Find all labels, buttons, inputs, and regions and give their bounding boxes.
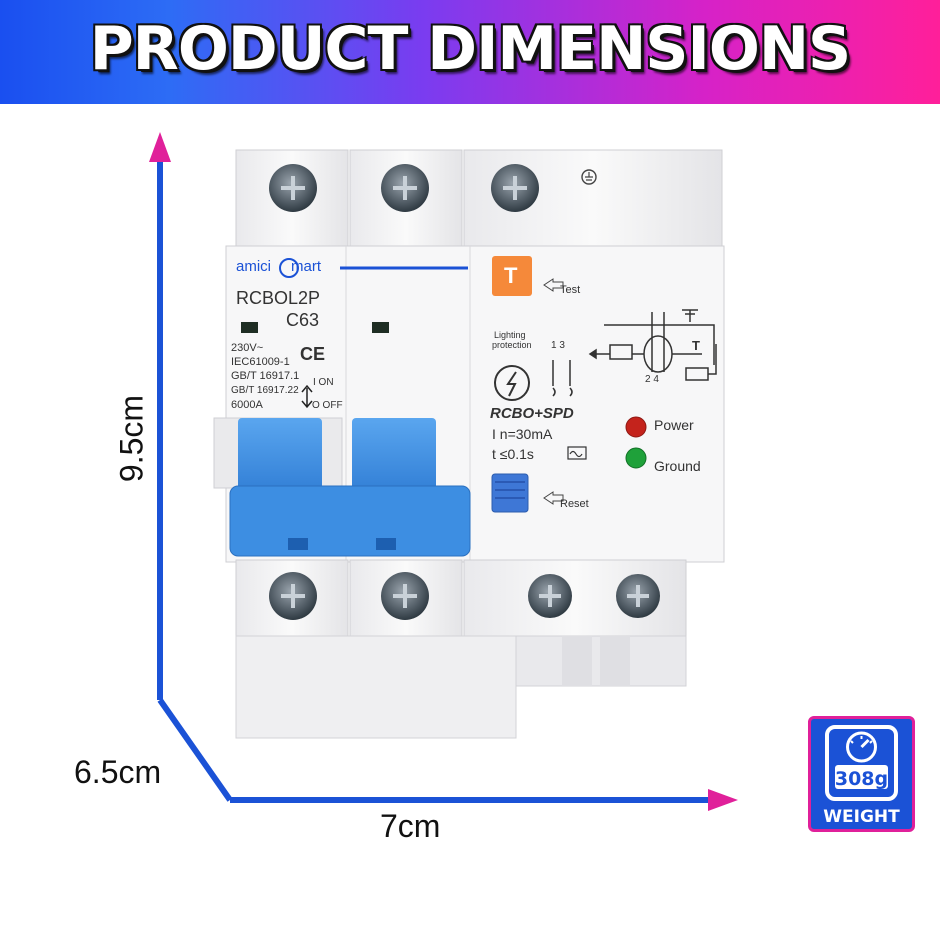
in-rating: I n=30mA [492, 426, 553, 442]
circuit-breaker [213, 149, 725, 739]
schematic-t: T [692, 338, 700, 353]
banner-title: PRODUCT DIMENSIONS [89, 14, 852, 84]
ground-indicator-icon [625, 447, 647, 469]
ce-mark: CE [300, 344, 326, 364]
spec-line-4: 6000A [231, 399, 263, 411]
power-label: Power [654, 417, 694, 433]
arrow-right-icon [708, 789, 738, 811]
power-indicator-icon [625, 416, 647, 438]
lighting-label-2: protection [492, 340, 532, 350]
arrow-up-icon [149, 132, 171, 162]
spec-line-3: GB/T 16917.22 [231, 385, 299, 396]
schematic-numbers-top: 1 3 [551, 340, 565, 351]
lightning-icon [494, 365, 530, 401]
brand-logo: amici mart [236, 258, 321, 275]
header-banner: PRODUCT DIMENSIONS [0, 0, 940, 104]
test-label: Test [560, 284, 581, 296]
spec-line-2: GB/T 16917.1 [231, 370, 300, 382]
reset-label: Reset [560, 498, 589, 510]
t-rating: t ≤0.1s [492, 446, 534, 462]
weight-caption: WEIGHT [823, 807, 900, 827]
ground-symbol-icon [581, 169, 597, 185]
brand-left: amici [236, 258, 272, 275]
schematic-numbers-bottom: 2 4 [645, 374, 659, 385]
height-dimension-label: 9.5cm [113, 394, 150, 483]
depth-dimension-label: 6.5cm [74, 754, 162, 790]
weight-badge: 308g WEIGHT [808, 716, 915, 832]
screw-icon [269, 164, 539, 212]
dimension-lines [149, 132, 738, 811]
screw-icon [269, 572, 660, 620]
rating-label: C63 [286, 310, 320, 330]
ground-label: Ground [654, 458, 701, 474]
lighting-label-1: Lighting [494, 330, 526, 340]
test-button[interactable] [492, 256, 532, 296]
off-label: O OFF [312, 400, 343, 411]
scale-icon [825, 725, 898, 801]
weight-value: 308g [834, 768, 889, 790]
on-label: I ON [313, 377, 334, 388]
model-label: RCBOL2P [236, 288, 321, 308]
spec-line-1: IEC61009-1 [231, 356, 290, 368]
test-button-letter: T [504, 263, 518, 288]
brand-right: mart [291, 258, 322, 275]
rcbo-spd-label: RCBO+SPD [490, 405, 574, 422]
spec-line-0: 230V~ [231, 342, 264, 354]
width-dimension-label: 7cm [380, 808, 441, 844]
wiring-schematic [588, 309, 717, 381]
reset-button[interactable] [491, 473, 529, 513]
